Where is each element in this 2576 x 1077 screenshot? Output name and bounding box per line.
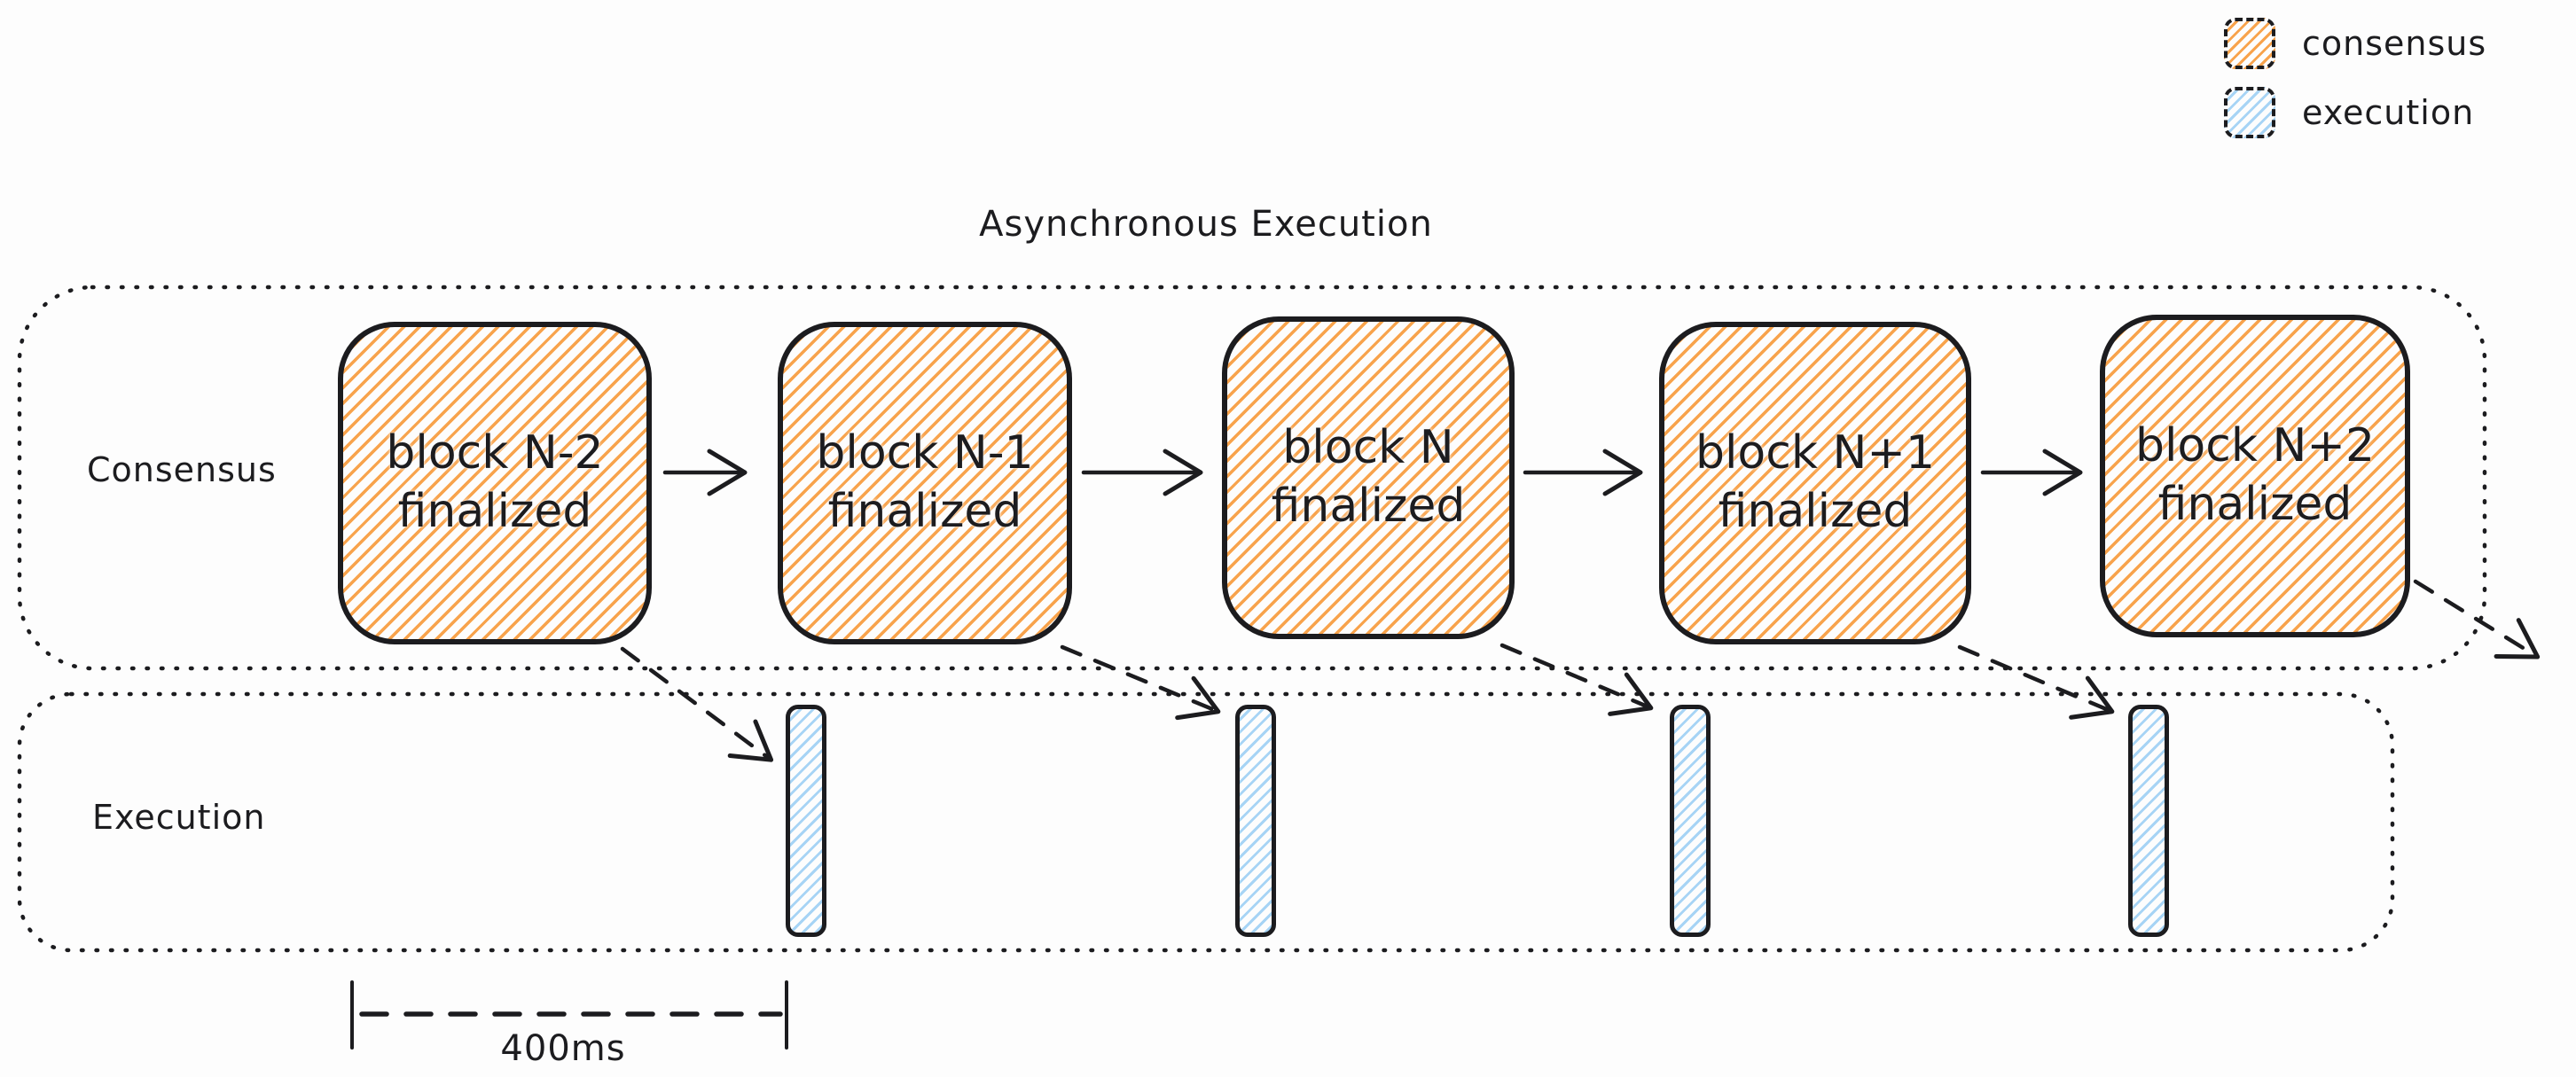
dashed-arrow-block5-exit bbox=[2413, 579, 2541, 659]
legend-label: execution bbox=[2302, 93, 2475, 132]
consensus-block-n: block N finalized bbox=[1222, 316, 1515, 639]
execution-bar-3 bbox=[1670, 705, 1711, 937]
execution-bar-4 bbox=[2128, 705, 2169, 937]
dashed-arrow-block4-exec bbox=[1957, 644, 2115, 720]
dashed-arrow-block1-exec bbox=[620, 646, 774, 762]
block-label-line1: block N+1 bbox=[1695, 426, 1936, 480]
block-label-line2: finalized bbox=[397, 485, 592, 538]
block-label-line1: block N-1 bbox=[816, 426, 1034, 480]
dashed-arrow-block2-exec bbox=[1060, 644, 1221, 721]
measurement-label: 400ms bbox=[500, 1028, 626, 1069]
consensus-block-n+1: block N+1 finalized bbox=[1659, 322, 1971, 644]
block-label-line1: block N bbox=[1282, 421, 1454, 475]
block-label-line2: finalized bbox=[1271, 480, 1466, 533]
legend-label: consensus bbox=[2302, 24, 2487, 63]
consensus-lane-label: Consensus bbox=[87, 450, 277, 489]
block-label-line2: finalized bbox=[1718, 485, 1913, 538]
block-label-line1: block N+2 bbox=[2134, 419, 2376, 473]
block-label-line2: finalized bbox=[827, 485, 1022, 538]
legend-item-execution: execution bbox=[2224, 87, 2474, 138]
block-label-line1: block N-2 bbox=[386, 426, 604, 480]
consensus-block-n-1: block N-1 finalized bbox=[778, 322, 1072, 644]
consensus-swatch-icon bbox=[2224, 18, 2275, 69]
legend-item-consensus: consensus bbox=[2224, 18, 2486, 69]
execution-lane-border bbox=[17, 691, 2395, 953]
execution-swatch-icon bbox=[2224, 87, 2275, 138]
consensus-block-n+2: block N+2 finalized bbox=[2100, 315, 2410, 637]
diagram-title: Asynchronous Execution bbox=[979, 204, 1433, 245]
block-label-line2: finalized bbox=[2157, 478, 2353, 531]
dashed-arrow-block3-exec bbox=[1499, 643, 1654, 716]
execution-bar-1 bbox=[786, 705, 826, 937]
execution-bar-2 bbox=[1235, 705, 1276, 937]
execution-lane-label: Execution bbox=[92, 798, 266, 837]
consensus-block-n-2: block N-2 finalized bbox=[338, 322, 652, 644]
